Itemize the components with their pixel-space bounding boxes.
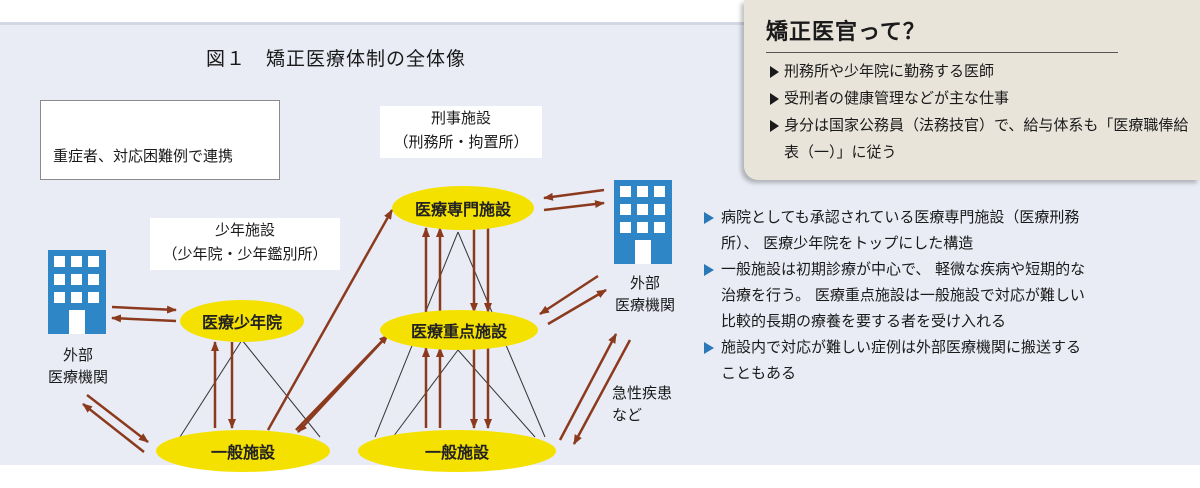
figure-title: 図１ 矯正医療体制の全体像 [206, 48, 467, 70]
building-icon [614, 180, 672, 264]
explanation-item: 施設内で対応が難しい症例は外部医療機関に搬送することもある [704, 334, 1094, 386]
external-left-line1: 外部 [62, 346, 93, 364]
external-label-left: 外部 医療機関 [36, 344, 120, 388]
callout-item-text: 身分は国家公務員（法務技官）で、給与体系も「医療職俸給表（一）」に従う [784, 116, 1189, 161]
triangle-bullet-icon [704, 212, 714, 224]
explanation-item: 病院としても承認されている医療専門施設（医療刑務所）、 医療少年院をトップにした… [704, 204, 1094, 256]
group-label-juvenile-line2: （少年院・少年鑑別所） [162, 245, 328, 263]
callout-list: 刑務所や少年院に勤務する医師 受刑者の健康管理などが主な仕事 身分は国家公務員（… [770, 58, 1190, 166]
callout-item-text: 受刑者の健康管理などが主な仕事 [784, 89, 1010, 107]
callout-item-text: 刑務所や少年院に勤務する医師 [784, 62, 995, 80]
triangle-bullet-icon [770, 93, 779, 105]
group-label-criminal-line1: 刑事施設 [430, 109, 491, 127]
emergency-line2: など [612, 406, 643, 424]
external-label-right: 外部 医療機関 [600, 272, 690, 316]
explanation-text: 施設内で対応が難しい症例は外部医療機関に搬送することもある [721, 338, 1082, 382]
callout-item: 受刑者の健康管理などが主な仕事 [770, 85, 1190, 112]
building-icon [48, 250, 106, 334]
node-medical-juvenile: 医療少年院 [180, 300, 304, 342]
external-left-line2: 医療機関 [47, 368, 108, 386]
emergency-note: 急性疾患 など [612, 382, 672, 426]
group-label-juvenile: 少年施設 （少年院・少年鑑別所） [150, 218, 340, 270]
legend-box: 重症者、対応困難例で連携 [40, 100, 280, 180]
callout-item: 身分は国家公務員（法務技官）で、給与体系も「医療職俸給表（一）」に従う [770, 112, 1190, 166]
callout-title: 矯正医官って？ [766, 20, 926, 45]
group-label-criminal-line2: （刑務所・拘置所） [393, 133, 529, 151]
callout-box: 矯正医官って？ 刑務所や少年院に勤務する医師 受刑者の健康管理などが主な仕事 身… [744, 0, 1200, 180]
group-label-criminal: 刑事施設 （刑務所・拘置所） [380, 106, 542, 158]
node-general-right: 一般施設 [358, 430, 556, 472]
triangle-bullet-icon [704, 342, 714, 354]
explanation-list: 病院としても承認されている医療専門施設（医療刑務所）、 医療少年院をトップにした… [704, 204, 1094, 386]
node-general-left: 一般施設 [156, 430, 330, 472]
external-right-line1: 外部 [629, 274, 660, 292]
explanation-item: 一般施設は初期診療が中心で、 軽微な疾病や短期的な治療を行う。 医療重点施設は一… [704, 256, 1094, 334]
callout-divider [766, 52, 1118, 53]
node-specialty-facility: 医療専門施設 [392, 186, 534, 230]
triangle-bullet-icon [770, 120, 779, 132]
explanation-text: 一般施設は初期診療が中心で、 軽微な疾病や短期的な治療を行う。 医療重点施設は一… [721, 260, 1086, 330]
group-label-juvenile-line1: 少年施設 [214, 221, 275, 239]
callout-item: 刑務所や少年院に勤務する医師 [770, 58, 1190, 85]
node-priority-facility: 医療重点施設 [380, 310, 538, 350]
legend-text: 重症者、対応困難例で連携 [53, 147, 234, 165]
emergency-line1: 急性疾患 [612, 384, 673, 402]
external-right-line2: 医療機関 [614, 296, 675, 314]
triangle-bullet-icon [704, 264, 714, 276]
explanation-text: 病院としても承認されている医療専門施設（医療刑務所）、 医療少年院をトップにした… [721, 208, 1080, 252]
triangle-bullet-icon [770, 66, 779, 78]
